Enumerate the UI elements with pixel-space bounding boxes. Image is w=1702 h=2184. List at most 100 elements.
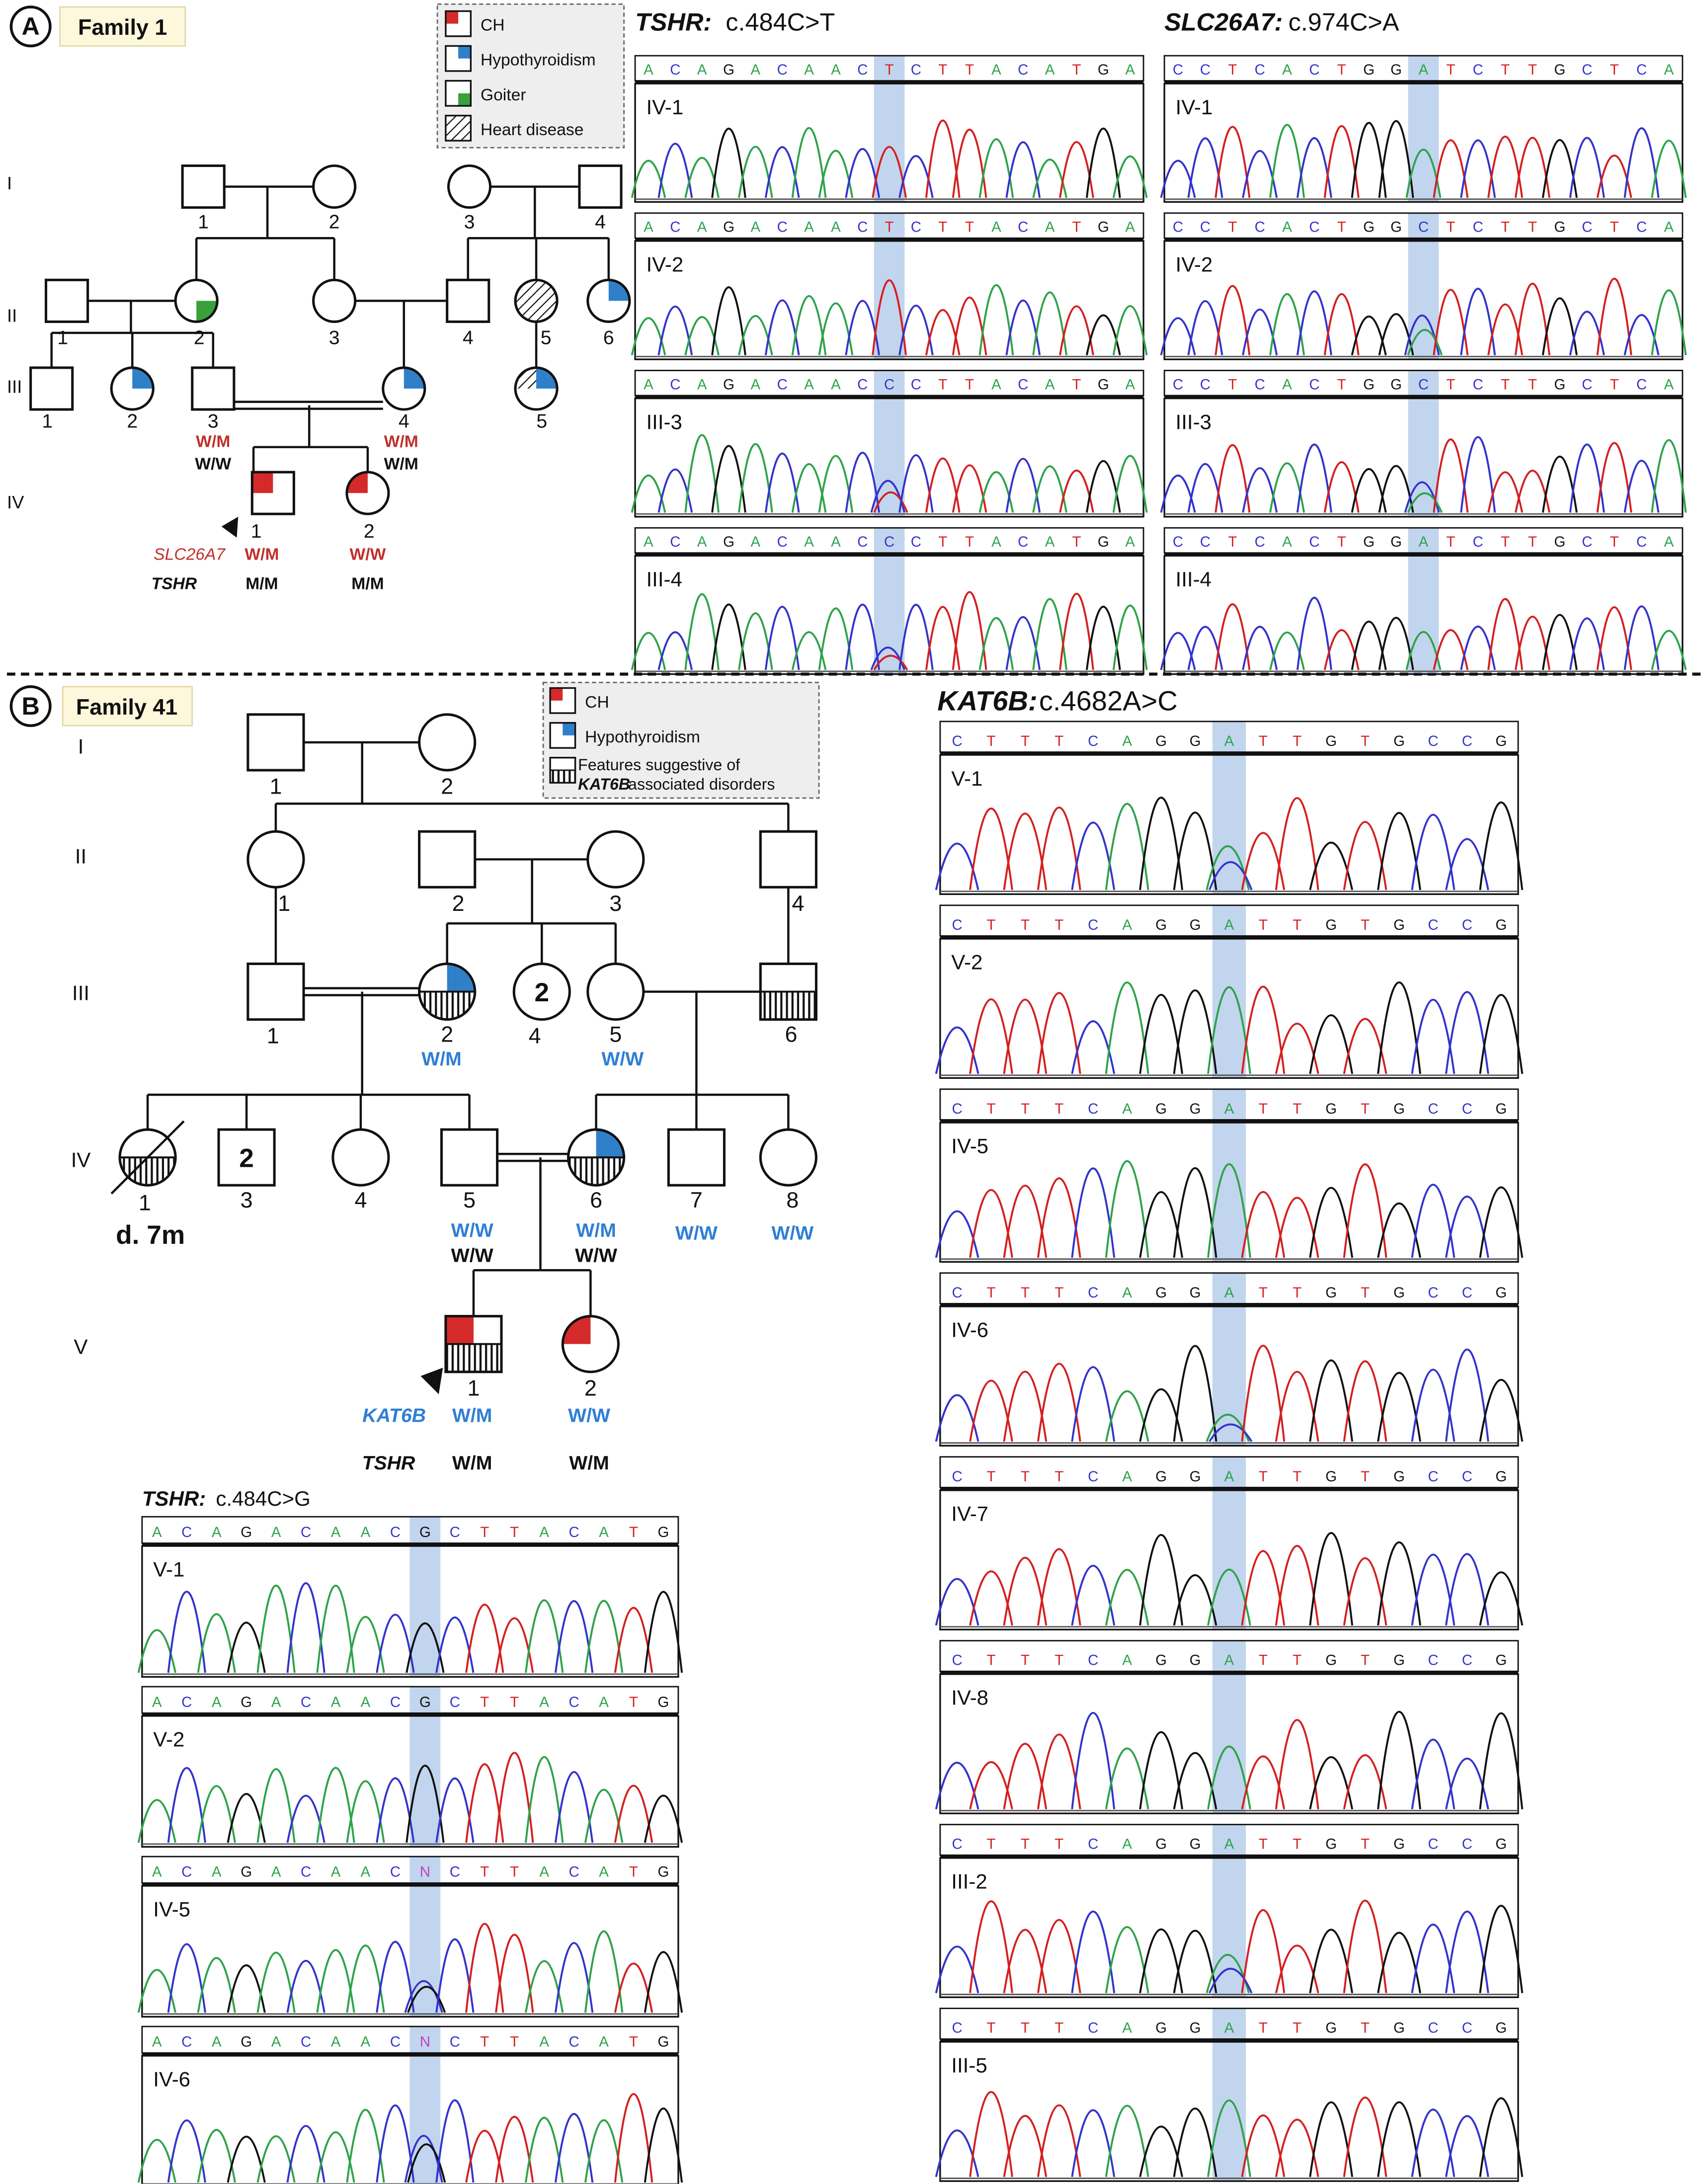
trace-peak — [1112, 604, 1148, 670]
base-call: A — [1045, 62, 1055, 78]
base-call: C — [1255, 62, 1265, 78]
trace-peak — [1377, 981, 1421, 1074]
base-call: G — [1190, 1101, 1201, 1117]
base-call: C — [952, 1652, 962, 1669]
trace-peak — [1207, 1568, 1251, 1626]
base-call: T — [1528, 534, 1537, 550]
trace-peak — [1005, 299, 1041, 356]
individual-number: 6 — [785, 1021, 798, 1047]
base-call: G — [1393, 733, 1405, 749]
trace-peak — [256, 1585, 296, 1673]
base-call: T — [1446, 219, 1455, 236]
seq-title-variant: c.4682A>C — [1039, 685, 1178, 716]
symbol-outline — [446, 278, 490, 323]
symbol-outline — [512, 963, 571, 1021]
base-call: T — [987, 917, 996, 933]
base-call: A — [751, 534, 761, 550]
symbol-bg — [182, 165, 225, 208]
base-call: C — [1428, 2020, 1438, 2036]
trace-peak — [1445, 1553, 1489, 1626]
base-call: T — [987, 2020, 996, 2036]
base-call: C — [1200, 534, 1211, 550]
base-call: T — [987, 733, 996, 749]
base-call: C — [1462, 1285, 1472, 1301]
base-call: G — [1155, 1285, 1167, 1301]
base-call: C — [1088, 1468, 1098, 1485]
trace-peak — [1071, 1711, 1116, 1810]
variant-highlight — [1212, 1273, 1246, 1446]
trace-peak — [525, 1756, 564, 1843]
base-call: A — [831, 62, 841, 78]
base-call: T — [1021, 1836, 1030, 1853]
genotype-kat6b: W/W — [601, 1048, 644, 1070]
gene-label-tshr: TSHR — [362, 1452, 415, 1474]
trace-peak — [407, 2143, 446, 2183]
trace-peak — [435, 1777, 475, 1843]
genotype-kat6b: W/M — [576, 1219, 616, 1241]
base-call: A — [1125, 534, 1135, 550]
gene-label-tshr: TSHR — [152, 575, 197, 593]
base-call: A — [1224, 1468, 1234, 1485]
legend-label: Goiter — [481, 86, 526, 104]
symbol-fill — [247, 714, 304, 770]
base-call: C — [952, 1101, 962, 1117]
trace-peak — [1479, 994, 1524, 1074]
trace-peak — [1037, 1177, 1081, 1258]
trace-peak — [1479, 1712, 1524, 1810]
base-call: C — [569, 1694, 579, 1710]
base-call: T — [1528, 62, 1537, 78]
symbol-outline — [447, 164, 492, 209]
base-call: G — [1325, 917, 1337, 933]
trace-peak — [167, 1591, 206, 1673]
variant-highlight — [1212, 721, 1246, 894]
generation-label: IV — [7, 492, 24, 512]
gene-label-slc26a7: SLC26A7 — [154, 546, 226, 564]
trace-peak — [1003, 812, 1048, 890]
base-call: T — [1054, 2020, 1063, 2036]
base-call: C — [1088, 1652, 1098, 1669]
trace-peak — [1433, 629, 1469, 670]
trace-peak — [1085, 460, 1121, 513]
trace-peak — [1209, 861, 1253, 890]
individual-number: 1 — [198, 211, 209, 233]
trace-peak — [197, 1613, 236, 1673]
symbol-outline — [561, 1315, 620, 1374]
base-call: T — [987, 1652, 996, 1669]
base-call: A — [1122, 917, 1132, 933]
base-call: A — [804, 219, 814, 236]
trace-peak — [1105, 2104, 1149, 2178]
base-call: T — [1259, 1101, 1268, 1117]
base-call: A — [599, 1694, 609, 1710]
sample-label: V-2 — [153, 1728, 184, 1751]
base-call: G — [1495, 1285, 1507, 1301]
base-call: C — [911, 534, 921, 550]
genotype-slc26a7: W/M — [384, 433, 418, 451]
base-call: C — [450, 1524, 460, 1540]
trace-peak — [1514, 283, 1550, 355]
trace-peak — [1651, 439, 1687, 513]
base-call: T — [480, 1524, 489, 1540]
sample-label: III-3 — [1176, 410, 1212, 433]
base-call: G — [1390, 219, 1402, 236]
base-call: A — [1664, 62, 1674, 78]
trace-peak — [555, 2113, 594, 2183]
generation-label: IV — [71, 1148, 91, 1172]
legend-swatch-hypo — [549, 722, 576, 749]
legend-swatch-hypo — [445, 45, 472, 72]
genotype-tshr: W/W — [451, 1244, 493, 1266]
pedigree-b-ii-4 — [759, 830, 817, 889]
individual-number: 1 — [42, 410, 53, 432]
symbol-bg — [760, 1130, 816, 1186]
base-call: T — [1446, 62, 1455, 78]
kat6b-features-fill — [760, 991, 816, 1020]
trace-peak — [657, 306, 693, 356]
symbol-bg — [587, 964, 644, 1020]
symbol-outline — [345, 471, 390, 515]
individual-number: 5 — [463, 1187, 476, 1213]
trace-peak — [1351, 468, 1387, 513]
base-call: A — [1224, 917, 1234, 933]
trace-peak — [631, 632, 666, 670]
trace-peak — [1479, 802, 1524, 890]
trace-peak — [935, 1945, 979, 1994]
